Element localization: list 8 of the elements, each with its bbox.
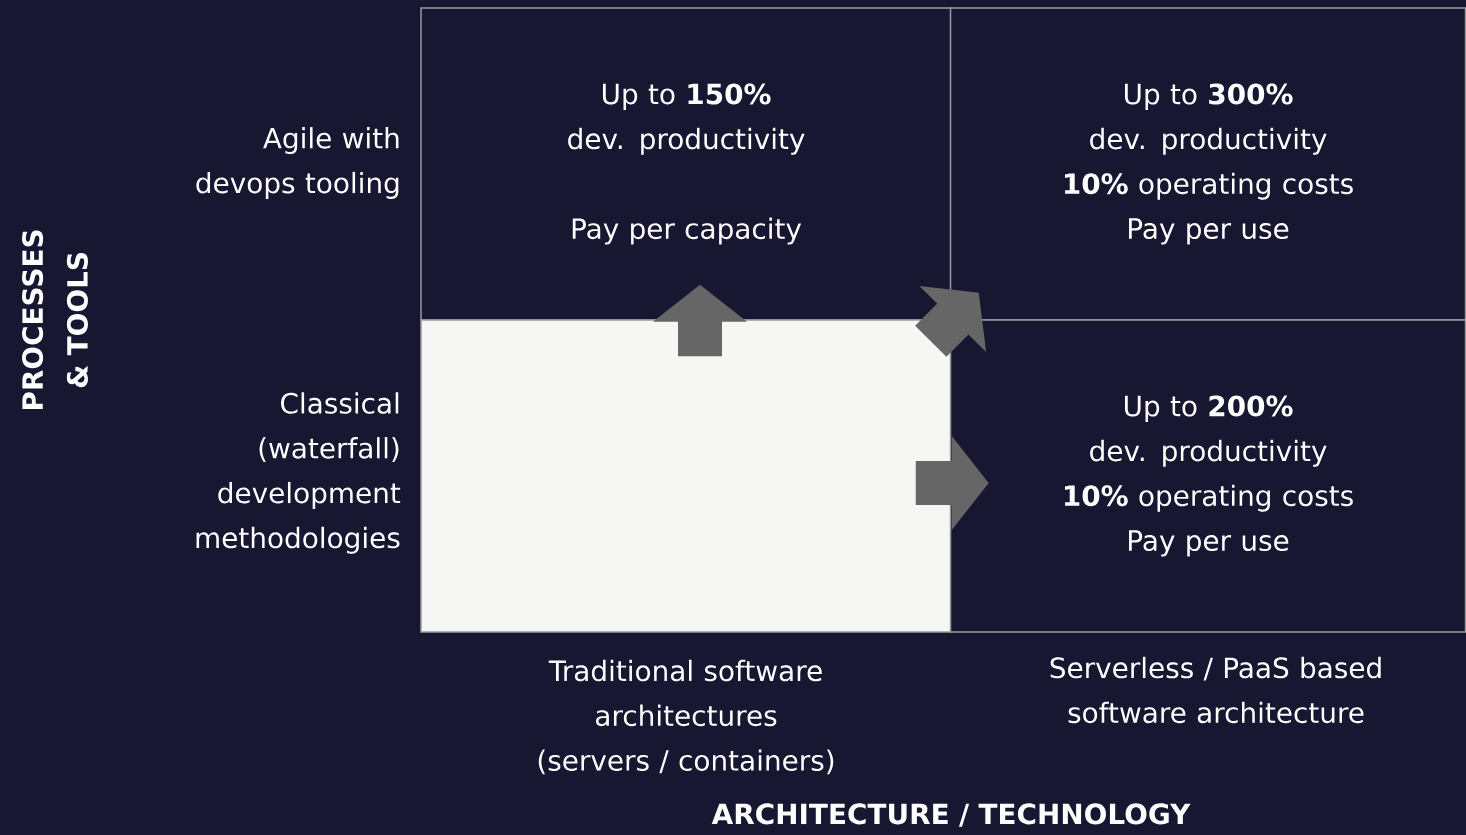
quadrant-box: Up to 200% dev. productivity 10% operating costs Pay per use	[949, 319, 1466, 633]
axis-title: ARCHITECTURE / TECHNOLOGY	[711, 803, 1191, 827]
row-label: Classical (waterfall) development methodologies	[196, 392, 401, 554]
axis-title: PROCESSES & TOOLS	[22, 230, 88, 410]
column-label: Traditional software architectures (servers / containers)	[538, 659, 834, 775]
quadrant-box: Up to 300% dev. productivity 10% operating costs Pay per use	[949, 7, 1466, 321]
quadrant-box	[420, 319, 952, 633]
quadrant-box: Up to 150% dev. productivity Pay per capacity	[420, 7, 952, 321]
